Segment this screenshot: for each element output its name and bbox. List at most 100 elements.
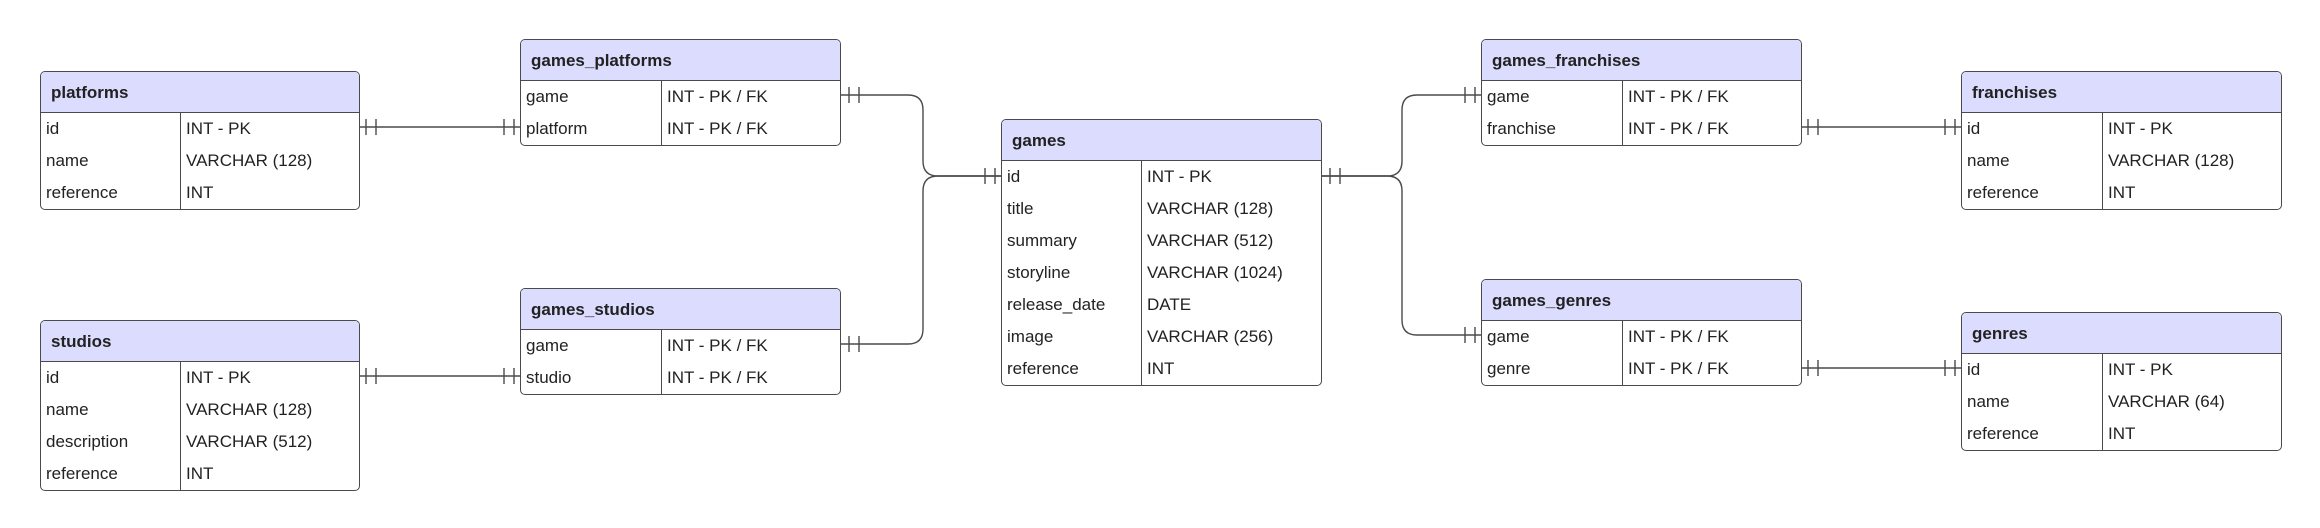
field-type: INT - PK / FK — [667, 87, 768, 106]
entity-genres[interactable]: genres id INT - PK name VARCHAR (64) refer… — [1961, 312, 2282, 451]
link-games-platforms-games — [841, 94, 1001, 177]
field-row: name VARCHAR (128) — [41, 394, 359, 426]
field-type: VARCHAR (256) — [1147, 327, 1274, 346]
field-name: reference — [1962, 418, 2103, 450]
entity-title: games_franchises — [1482, 40, 1801, 81]
field-type: VARCHAR (64) — [2108, 392, 2225, 411]
field-row: reference INT — [1962, 177, 2281, 209]
entity-title: games_genres — [1482, 280, 1801, 321]
field-row: studio INT - PK / FK — [521, 362, 840, 394]
field-type: VARCHAR (128) — [186, 400, 313, 419]
field-row: summary VARCHAR (512) — [1002, 225, 1321, 257]
field-row: reference INT — [41, 458, 359, 490]
field-type: INT - PK — [1147, 167, 1212, 186]
field-row: image VARCHAR (256) — [1002, 321, 1321, 353]
field-name: genre — [1482, 353, 1623, 385]
field-type: INT - PK — [2108, 360, 2173, 379]
field-type: INT - PK — [186, 368, 251, 387]
field-type: INT — [1147, 359, 1175, 378]
field-name: studio — [521, 362, 662, 394]
field-name: id — [1962, 354, 2103, 386]
link-games-games-franchises — [1322, 94, 1481, 177]
field-name: reference — [41, 458, 181, 490]
field-name: name — [41, 394, 181, 426]
field-row: genre INT - PK / FK — [1482, 353, 1801, 385]
field-name: game — [521, 330, 662, 362]
entity-games[interactable]: games id INT - PK title VARCHAR (128) summ… — [1001, 119, 1322, 386]
field-type: INT - PK / FK — [667, 119, 768, 138]
field-type: INT - PK — [2108, 119, 2173, 138]
field-row: storyline VARCHAR (1024) — [1002, 257, 1321, 289]
field-type: VARCHAR (512) — [1147, 231, 1274, 250]
field-type: INT — [186, 464, 214, 483]
field-name: game — [1482, 81, 1623, 113]
field-name: game — [1482, 321, 1623, 353]
field-row: description VARCHAR (512) — [41, 426, 359, 458]
entity-title: studios — [41, 321, 359, 362]
field-name: id — [41, 362, 181, 394]
field-name: reference — [41, 177, 181, 209]
field-type: VARCHAR (128) — [1147, 199, 1274, 218]
entity-title: games_studios — [521, 289, 840, 330]
field-name: id — [1962, 113, 2103, 145]
field-type: VARCHAR (128) — [2108, 151, 2235, 170]
field-type: INT - PK / FK — [667, 368, 768, 387]
field-row: id INT - PK — [1002, 161, 1321, 193]
entity-title: games_platforms — [521, 40, 840, 81]
field-type: INT - PK — [186, 119, 251, 138]
field-row: id INT - PK — [1962, 113, 2281, 145]
field-row: game INT - PK / FK — [1482, 81, 1801, 113]
field-name: game — [521, 81, 662, 113]
field-name: name — [1962, 145, 2103, 177]
field-row: game INT - PK / FK — [1482, 321, 1801, 353]
field-name: image — [1002, 321, 1142, 353]
link-games-studios-games — [841, 175, 1001, 345]
field-type: INT — [186, 183, 214, 202]
field-type: INT - PK / FK — [1628, 359, 1729, 378]
field-name: id — [41, 113, 181, 145]
field-type: INT — [2108, 183, 2136, 202]
entity-title: platforms — [41, 72, 359, 113]
field-name: reference — [1962, 177, 2103, 209]
field-name: title — [1002, 193, 1142, 225]
field-name: summary — [1002, 225, 1142, 257]
field-type: VARCHAR (512) — [186, 432, 313, 451]
entity-title: genres — [1962, 313, 2281, 354]
field-row: id INT - PK — [1962, 354, 2281, 386]
entity-studios[interactable]: studios id INT - PK name VARCHAR (128) des… — [40, 320, 360, 491]
field-name: storyline — [1002, 257, 1142, 289]
field-type: INT - PK / FK — [1628, 87, 1729, 106]
field-row: title VARCHAR (128) — [1002, 193, 1321, 225]
entity-title: games — [1002, 120, 1321, 161]
field-type: INT - PK / FK — [1628, 119, 1729, 138]
field-type: INT - PK / FK — [1628, 327, 1729, 346]
field-row: reference INT — [41, 177, 359, 209]
field-row: platform INT - PK / FK — [521, 113, 840, 145]
entity-title: franchises — [1962, 72, 2281, 113]
field-row: id INT - PK — [41, 362, 359, 394]
field-name: id — [1002, 161, 1142, 193]
field-name: name — [1962, 386, 2103, 418]
field-name: platform — [521, 113, 662, 145]
field-row: reference INT — [1002, 353, 1321, 385]
field-type: DATE — [1147, 295, 1192, 314]
field-name: description — [41, 426, 181, 458]
link-games-games-genres — [1322, 175, 1481, 336]
field-row: name VARCHAR (64) — [1962, 386, 2281, 418]
field-row: reference INT — [1962, 418, 2281, 450]
field-name: name — [41, 145, 181, 177]
field-type: INT — [2108, 424, 2136, 443]
field-type: VARCHAR (1024) — [1147, 263, 1283, 282]
field-name: reference — [1002, 353, 1142, 385]
